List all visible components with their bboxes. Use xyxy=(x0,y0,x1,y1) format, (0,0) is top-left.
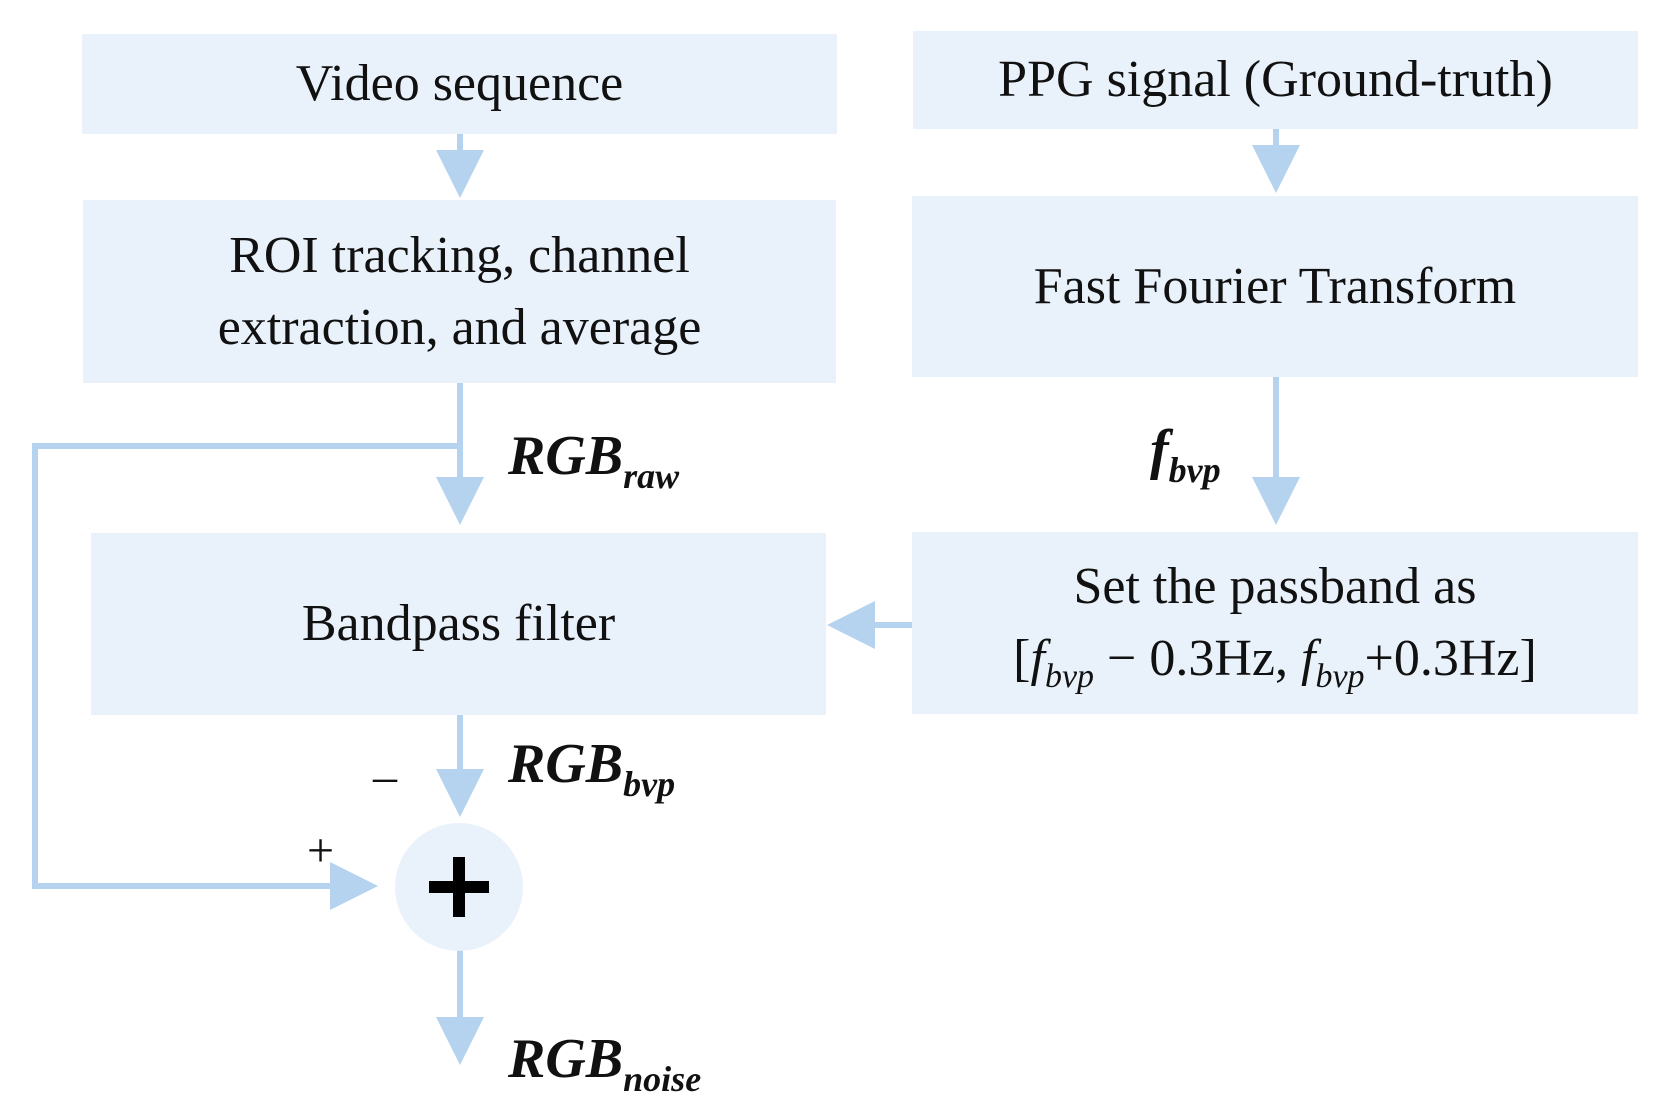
plus-sign: + xyxy=(307,824,335,877)
rgb-bvp-main: RGB xyxy=(508,733,624,795)
f-bvp-label: fbvp xyxy=(1150,419,1221,488)
roi-label-line2: extraction, and average xyxy=(217,298,702,356)
video-sequence-label: Video sequence xyxy=(295,55,624,113)
passband-fbvp-lower: fbvp xyxy=(1030,630,1094,695)
f-bvp-sub: bvp xyxy=(1168,450,1221,490)
passband-sub1: bvp xyxy=(1044,658,1095,695)
rgb-bvp-sub: bvp xyxy=(623,764,676,804)
passband-f1: f xyxy=(1030,630,1045,687)
rgb-noise-label: RGBnoise xyxy=(508,1028,701,1097)
rgb-bvp-label: RGBbvp xyxy=(508,733,675,802)
passband-close: +0.3Hz] xyxy=(1364,630,1537,687)
rgb-raw-label: RGBraw xyxy=(508,425,679,494)
arrow-raw-bypass-to-sum xyxy=(32,443,463,910)
rgb-noise-sub: noise xyxy=(623,1059,702,1099)
roi-label-line1: ROI tracking, channel xyxy=(229,226,690,284)
passband-f2: f xyxy=(1301,630,1316,687)
fft-label: Fast Fourier Transform xyxy=(1033,257,1517,315)
sum-node xyxy=(395,823,523,951)
rgb-noise-main: RGB xyxy=(508,1028,624,1090)
f-bvp-main: f xyxy=(1150,419,1169,481)
video-sequence-box: Video sequence xyxy=(82,34,837,134)
passband-fbvp-upper: fbvp xyxy=(1301,630,1365,695)
bandpass-filter-label: Bandpass filter xyxy=(301,595,616,653)
rgb-raw-main: RGB xyxy=(508,425,624,487)
passband-open-bracket: [ xyxy=(1013,630,1031,687)
ppg-signal-box: PPG signal (Ground-truth) xyxy=(913,31,1638,129)
bandpass-filter-box: Bandpass filter xyxy=(91,533,826,715)
minus-sign: – xyxy=(373,750,397,803)
passband-sub2: bvp xyxy=(1315,658,1365,695)
ppg-signal-label: PPG signal (Ground-truth) xyxy=(998,51,1553,109)
passband-range: [fbvp − 0.3Hz, fbvp+0.3Hz] xyxy=(1013,623,1537,695)
rgb-raw-sub: raw xyxy=(623,456,680,496)
sum-plus-icon xyxy=(429,857,489,917)
set-passband-box: Set the passband as [fbvp − 0.3Hz, fbvp+… xyxy=(912,532,1638,714)
passband-middle: − 0.3Hz, xyxy=(1094,630,1301,687)
passband-label-line1: Set the passband as xyxy=(1073,558,1477,616)
roi-tracking-box: ROI tracking, channel extraction, and av… xyxy=(83,200,836,383)
fft-box: Fast Fourier Transform xyxy=(912,196,1638,377)
